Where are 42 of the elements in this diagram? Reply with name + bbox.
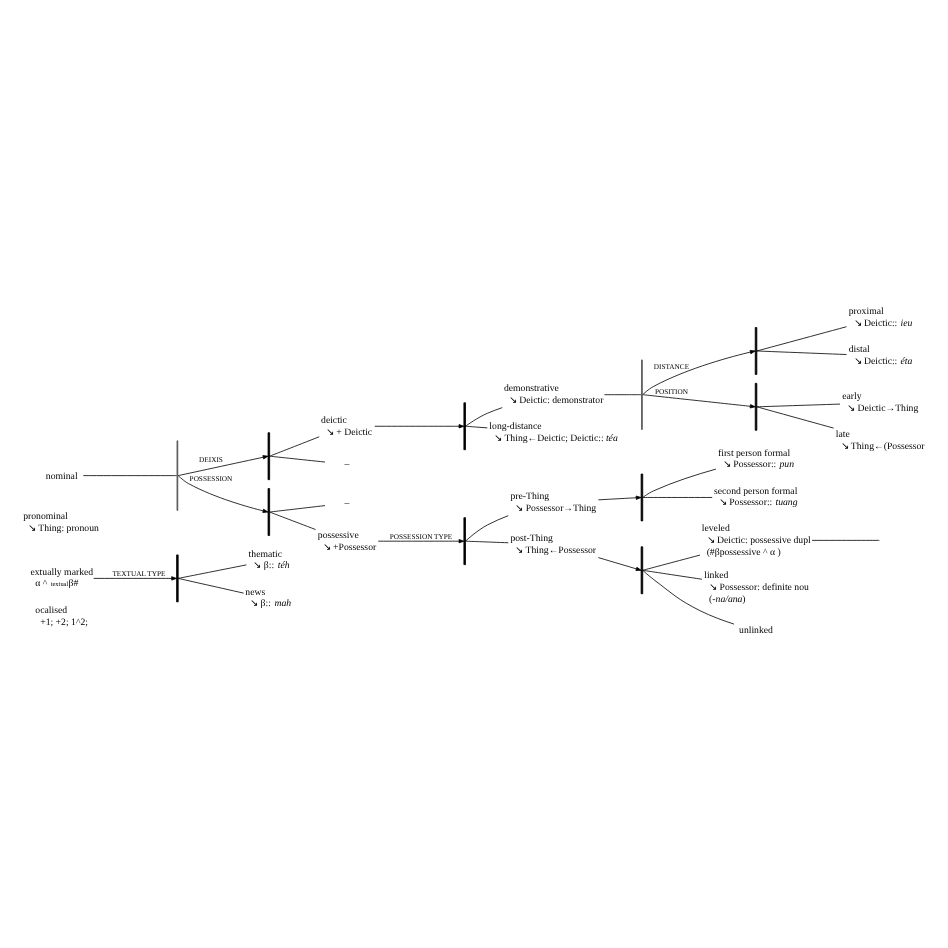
node-bar [176, 554, 179, 603]
node-bar [267, 488, 271, 536]
arrow [93, 576, 177, 581]
arrow [642, 350, 756, 396]
connector [811, 539, 880, 541]
connector [465, 425, 488, 429]
connector [465, 515, 509, 542]
node-bar [754, 327, 758, 375]
connector [756, 350, 847, 355]
arrow [597, 495, 642, 501]
connector [269, 455, 326, 463]
arrow [597, 557, 642, 571]
node-brace [176, 440, 179, 511]
connector [82, 475, 177, 477]
arrow [177, 455, 269, 476]
connector [756, 406, 834, 429]
node-bar [640, 546, 644, 595]
connector [465, 407, 503, 427]
connector [756, 403, 841, 408]
node-bar [267, 432, 271, 481]
connector [269, 505, 326, 513]
node-bar [640, 473, 644, 522]
connector [642, 554, 701, 571]
connector [642, 569, 703, 580]
connector [642, 569, 735, 625]
arrow [374, 424, 465, 429]
connector [177, 564, 247, 579]
node-bar [754, 382, 758, 431]
arrow [377, 539, 465, 544]
connector [604, 394, 642, 396]
connector [269, 436, 320, 457]
connector [756, 326, 847, 352]
connector [177, 578, 245, 594]
arrow [177, 475, 269, 513]
arrow [642, 394, 756, 409]
connector [465, 540, 509, 544]
node-brace [641, 359, 643, 430]
node-bar [463, 402, 466, 451]
connector [642, 497, 713, 498]
connector [642, 468, 717, 498]
connector [269, 511, 316, 530]
node-bar [463, 517, 466, 566]
